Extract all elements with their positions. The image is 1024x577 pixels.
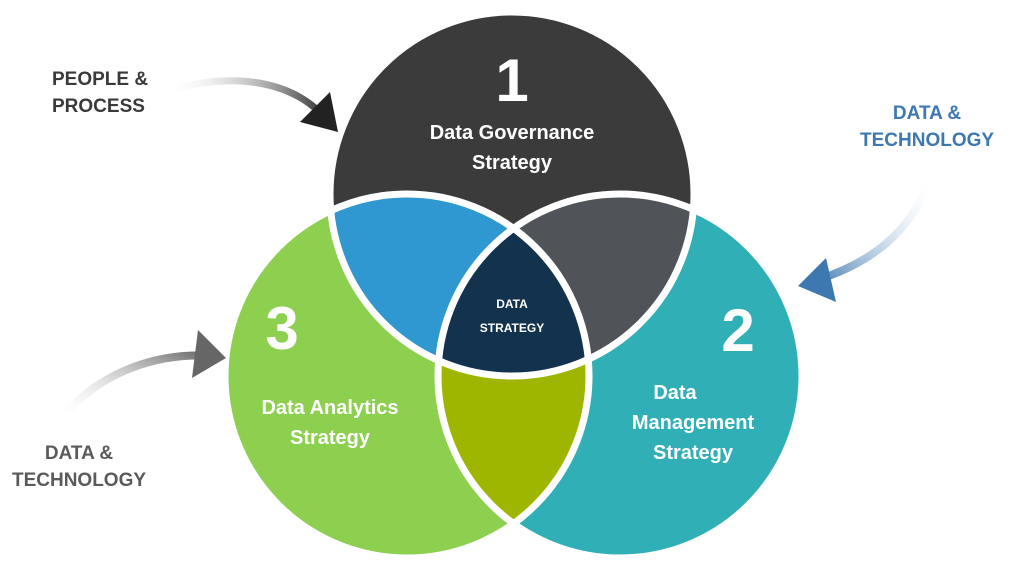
label-line: PROCESS xyxy=(52,96,145,117)
arrow-data-technology-left xyxy=(56,330,226,423)
label-line: TECHNOLOGY xyxy=(860,130,995,151)
analytics-number: 3 xyxy=(265,295,299,362)
center-line: DATA xyxy=(496,297,528,311)
title-line: Strategy xyxy=(471,152,553,174)
governance-title: Data Governance Strategy xyxy=(392,118,632,178)
title-line: Strategy xyxy=(652,442,734,464)
title-line: Data xyxy=(653,382,697,404)
center-line: STRATEGY xyxy=(479,321,545,335)
title-line: Data Analytics xyxy=(261,397,399,419)
label-line: DATA & xyxy=(44,443,114,464)
management-title: Data Management Strategy xyxy=(603,378,783,468)
data-strategy-label: DATA STRATEGY xyxy=(462,292,562,340)
title-line: Strategy xyxy=(289,427,371,449)
circle-outlines xyxy=(221,8,806,562)
arrow-people-process xyxy=(163,77,338,132)
management-number: 2 xyxy=(721,297,755,364)
governance-number: 1 xyxy=(495,47,529,114)
label-line: TECHNOLOGY xyxy=(11,470,147,491)
label-line: PEOPLE & xyxy=(52,69,149,90)
arrow-data-technology-right xyxy=(798,173,934,302)
analytics-title: Data Analytics Strategy xyxy=(230,393,430,453)
title-line: Management xyxy=(631,412,755,434)
center-overlap xyxy=(438,194,589,376)
data-technology-label-left: DATA & TECHNOLOGY xyxy=(8,440,150,494)
data-technology-label-right: DATA & TECHNOLOGY xyxy=(860,100,994,154)
label-line: DATA & xyxy=(892,103,962,124)
people-process-label: PEOPLE & PROCESS xyxy=(52,66,148,120)
title-line: Data Governance xyxy=(429,122,595,144)
